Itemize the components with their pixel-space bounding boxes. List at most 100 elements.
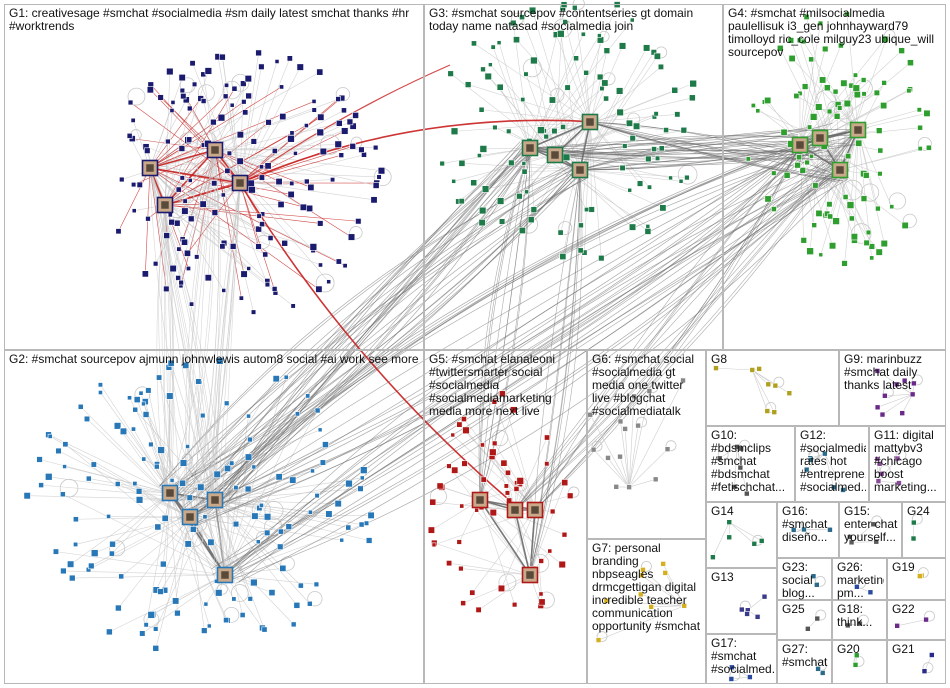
edge bbox=[48, 434, 171, 494]
edge bbox=[434, 542, 531, 576]
node bbox=[250, 138, 257, 145]
node bbox=[616, 108, 624, 117]
edge-curve bbox=[214, 140, 535, 497]
node bbox=[310, 468, 315, 474]
edge-curve bbox=[529, 169, 581, 576]
node bbox=[880, 239, 888, 248]
self-loop bbox=[222, 80, 242, 100]
node bbox=[800, 38, 807, 45]
node bbox=[319, 147, 327, 156]
node bbox=[139, 630, 146, 637]
node bbox=[246, 413, 251, 419]
node bbox=[659, 204, 667, 212]
node bbox=[250, 578, 258, 587]
node bbox=[819, 670, 826, 676]
node bbox=[640, 567, 646, 573]
group-box-g17: G17: #smchat #socialmed... bbox=[706, 634, 777, 684]
edge bbox=[50, 436, 191, 518]
edge-curve bbox=[179, 149, 216, 523]
node bbox=[827, 526, 833, 533]
edge bbox=[619, 456, 630, 488]
self-loop bbox=[491, 429, 509, 447]
node bbox=[286, 55, 293, 62]
node bbox=[469, 589, 476, 596]
edge-curve bbox=[164, 204, 181, 488]
node bbox=[450, 127, 459, 136]
edge bbox=[729, 521, 762, 542]
edge-curve bbox=[232, 162, 844, 572]
node bbox=[319, 459, 327, 466]
node bbox=[145, 387, 152, 394]
node bbox=[262, 251, 269, 258]
group-label-g19: G19 bbox=[892, 561, 915, 574]
node bbox=[632, 122, 641, 130]
node bbox=[236, 131, 244, 139]
node bbox=[154, 523, 162, 531]
avatar-face bbox=[796, 141, 804, 149]
node bbox=[271, 148, 278, 154]
node bbox=[290, 621, 297, 628]
node bbox=[287, 190, 295, 198]
edge-curve bbox=[161, 204, 173, 489]
edge bbox=[149, 71, 320, 169]
node bbox=[226, 150, 233, 156]
node bbox=[317, 427, 323, 433]
node bbox=[874, 404, 881, 411]
edge bbox=[554, 4, 618, 156]
edge bbox=[169, 492, 178, 614]
self-loop bbox=[924, 610, 935, 622]
edge bbox=[479, 444, 483, 501]
edge bbox=[877, 394, 913, 408]
node bbox=[365, 537, 373, 544]
node bbox=[251, 464, 257, 470]
node bbox=[629, 17, 635, 23]
node bbox=[141, 456, 147, 462]
edge bbox=[461, 163, 581, 171]
group-label-g5: G5: #smchat elanaleoni #twittersmarter s… bbox=[429, 353, 559, 418]
node bbox=[805, 626, 811, 632]
node bbox=[881, 35, 889, 43]
node bbox=[172, 597, 180, 605]
node bbox=[429, 498, 437, 506]
node bbox=[578, 222, 584, 229]
group-box-g15: G15: enter chat yourself... bbox=[839, 502, 902, 558]
node bbox=[619, 164, 626, 171]
node bbox=[307, 183, 315, 191]
edge bbox=[579, 47, 647, 171]
node bbox=[241, 99, 247, 105]
node bbox=[764, 195, 772, 203]
node bbox=[352, 112, 359, 119]
edge bbox=[149, 167, 167, 289]
node bbox=[783, 171, 791, 179]
edge bbox=[640, 594, 685, 607]
edge bbox=[799, 39, 886, 146]
self-loop bbox=[922, 662, 934, 674]
edge-curve bbox=[159, 161, 577, 486]
node bbox=[475, 606, 482, 613]
node bbox=[456, 421, 463, 428]
edge bbox=[624, 428, 630, 488]
edge bbox=[844, 129, 859, 264]
node bbox=[852, 72, 858, 78]
node bbox=[787, 37, 795, 44]
edge bbox=[884, 394, 913, 397]
node bbox=[870, 521, 877, 528]
group-label-g22: G22 bbox=[892, 603, 915, 616]
node bbox=[261, 626, 268, 633]
group-box-g24: G24 bbox=[902, 502, 946, 558]
node bbox=[878, 470, 885, 477]
edge-curve bbox=[180, 149, 216, 514]
node bbox=[771, 409, 778, 415]
node bbox=[491, 399, 498, 405]
node bbox=[201, 627, 208, 634]
node bbox=[168, 218, 175, 226]
edge bbox=[523, 163, 581, 171]
node bbox=[917, 146, 923, 152]
node bbox=[510, 19, 517, 27]
edge bbox=[513, 23, 531, 149]
node bbox=[131, 208, 137, 214]
node bbox=[244, 453, 253, 461]
edge-curve bbox=[197, 149, 221, 513]
node bbox=[599, 85, 605, 92]
